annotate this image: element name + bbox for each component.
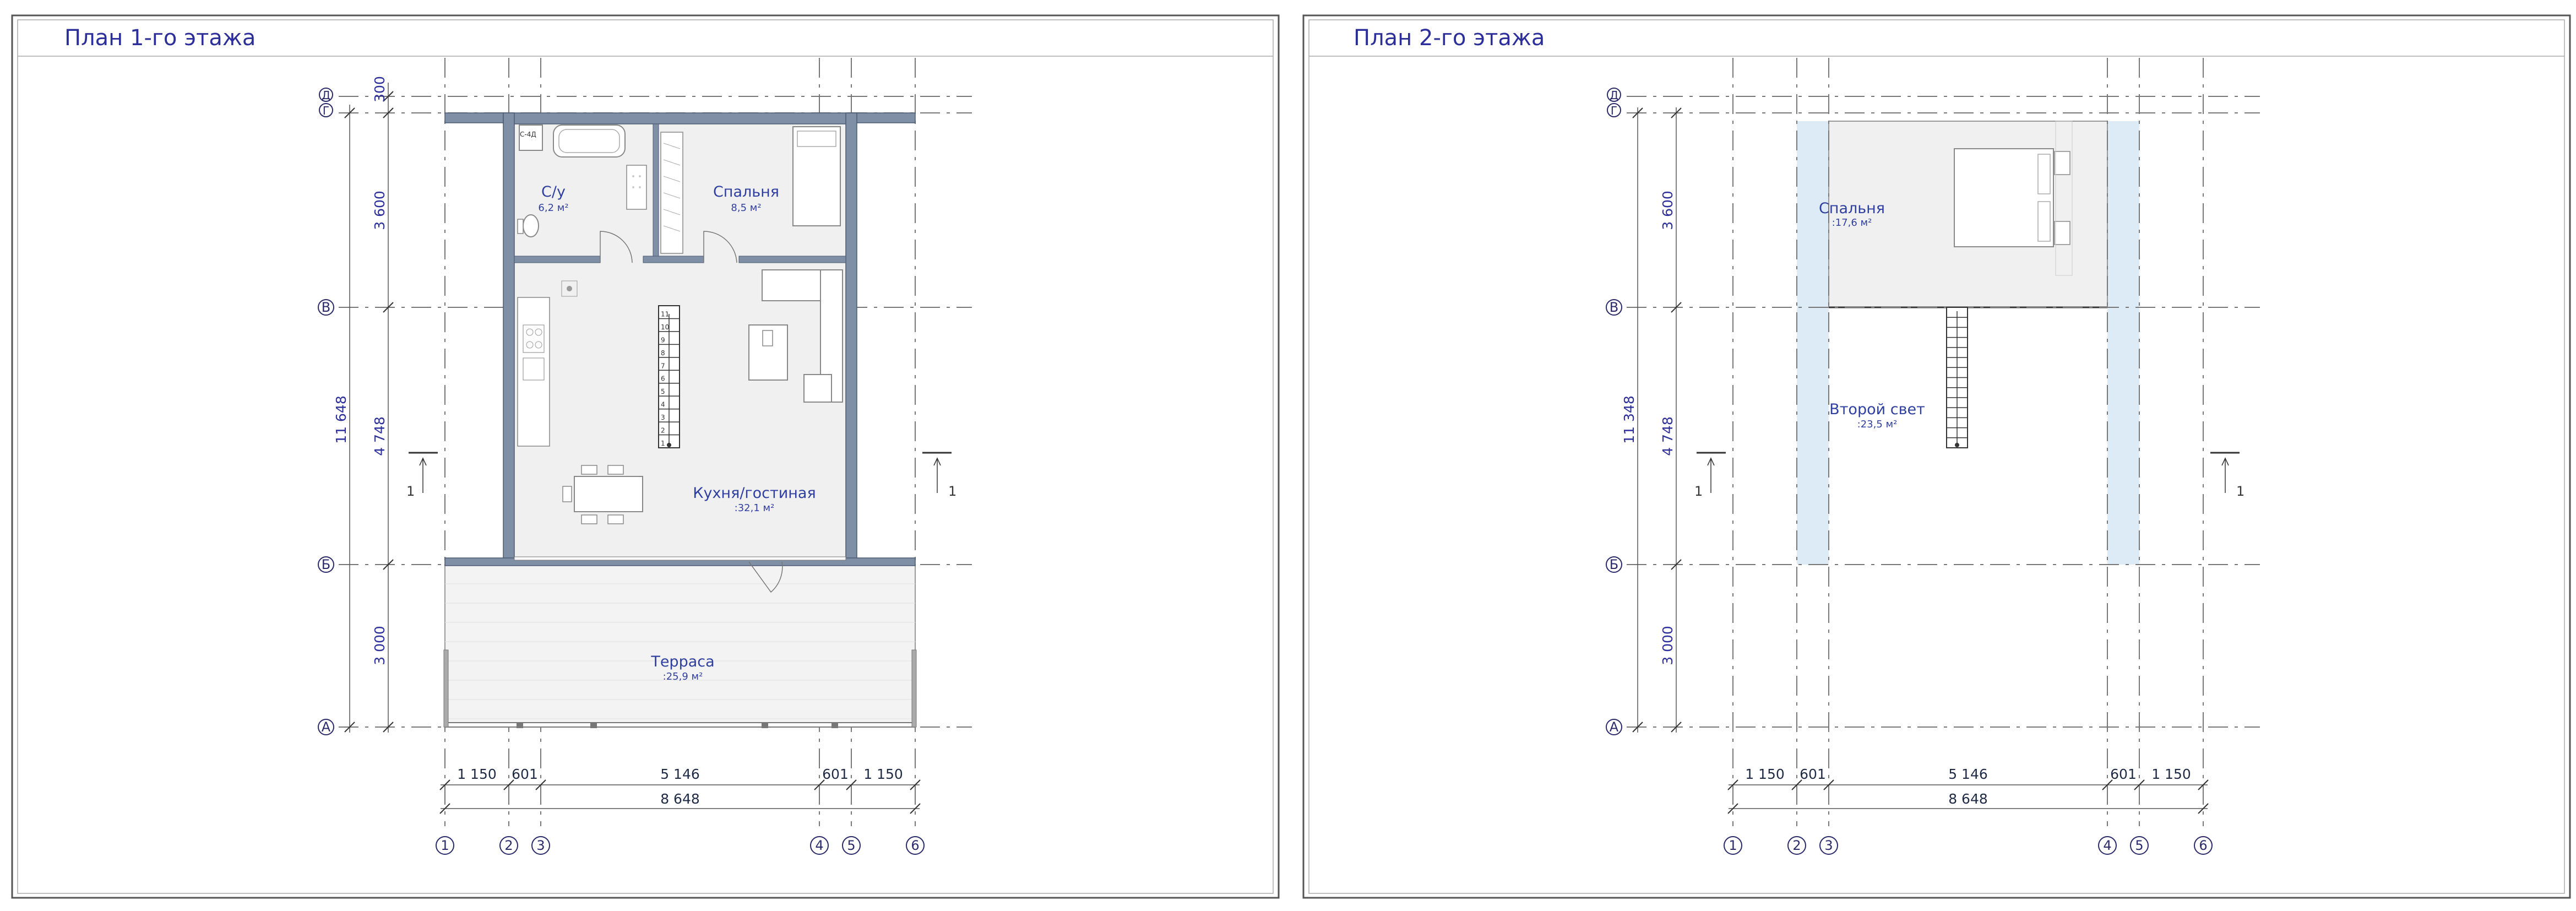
stair-step-number: 11 (661, 310, 669, 318)
dim-left-2: 3 600 (372, 191, 388, 230)
staircase: 1 2 3 4 5 6 7 8 9 10 11 (658, 305, 680, 448)
axis-bubble-V-p2: В (1610, 300, 1618, 315)
stair-step-number: 2 (661, 427, 665, 435)
room-area-second-light: :23,5 м² (1857, 419, 1898, 430)
dim-top-4-p2: 601 (2110, 766, 2137, 782)
room-area-bathroom: 6,2 м² (538, 202, 568, 214)
axis-bubble-G: Г (323, 104, 329, 117)
stair-step-number: 5 (661, 388, 665, 395)
room-name-bedroom: Спальня (713, 183, 779, 200)
section-label-left-2: 1 (1694, 484, 1703, 499)
dim-top-1-p2: 1 150 (1745, 766, 1785, 782)
axis-bubble-6-p2: 6 (2199, 838, 2207, 853)
stair-step-number: 9 (661, 336, 665, 344)
axis-bubble-4-p2: 4 (2103, 838, 2111, 853)
axis-bubble-3: 3 (536, 838, 545, 853)
room-name-bathroom: С/у (541, 183, 566, 200)
room-area-terrace: :25,9 м² (663, 671, 703, 682)
axis-bubble-2-p2: 2 (1792, 838, 1801, 853)
dim-top-5-p2: 1 150 (2151, 766, 2191, 782)
axis-bubble-A-p2: А (1610, 719, 1619, 735)
second-light-left (1797, 121, 1829, 565)
axis-bubble-1: 1 (441, 838, 449, 853)
bed (1954, 148, 2054, 247)
room-name-living: Кухня/гостиная (693, 485, 816, 502)
axis-bubble-D-p2: Д (1610, 89, 1618, 102)
dim-left-1-p2: 3 600 (1660, 191, 1676, 230)
room-area-bedroom: 8,5 м² (731, 202, 761, 214)
axis-bubble-B-p2: Б (1610, 557, 1618, 572)
axis-bubble-6: 6 (911, 838, 919, 853)
axis-bubble-5-p2: 5 (2135, 838, 2143, 853)
section-label-right: 1 (948, 484, 957, 499)
axis-bubble-4: 4 (815, 838, 823, 853)
plan-sheet-1: План 1-го этажа (11, 14, 1280, 899)
stair-step-number: 7 (661, 362, 665, 370)
dim-left-3: 4 748 (372, 416, 388, 456)
plan1-title: План 1-го этажа (64, 25, 256, 51)
room-area-loft-bedroom: :17,6 м² (1832, 217, 1872, 229)
wash-label: С-4Д (520, 131, 536, 138)
dim-top-3: 5 146 (660, 766, 700, 782)
terrace-floor (444, 564, 916, 728)
dim-top-5: 1 150 (863, 766, 903, 782)
dim-total-p2: 8 648 (1948, 791, 1988, 807)
room-name-second-light: Второй свет (1829, 401, 1925, 418)
dim-left-4: 3 000 (372, 626, 388, 665)
dim-left-total-p2: 11 348 (1621, 395, 1637, 443)
dim-left-3-p2: 3 000 (1660, 626, 1676, 665)
dim-top-3-p2: 5 146 (1948, 766, 1988, 782)
axis-bubble-D: Д (322, 89, 330, 102)
dim-left-total: 11 648 (333, 395, 349, 443)
dim-top-1: 1 150 (457, 766, 497, 782)
dim-total: 8 648 (660, 791, 700, 807)
dim-top-2: 601 (512, 766, 538, 782)
stair-step-number: 8 (661, 349, 665, 357)
second-light-right (2107, 121, 2139, 565)
stair-step-number: 6 (661, 375, 665, 383)
axis-bubble-G-p2: Г (1611, 104, 1617, 117)
room-name-terrace: Терраса (650, 653, 714, 670)
plan2-title: План 2-го этажа (1354, 25, 1545, 51)
plan-sheet-2: План 2-го этажа Спальня :17,6 м² Второй … (1288, 0, 2576, 911)
section-label-right-2: 1 (2236, 484, 2245, 499)
axis-bubble-2: 2 (504, 838, 513, 853)
axis-bubble-1-p2: 1 (1729, 838, 1737, 853)
stair-step-number: 10 (661, 323, 669, 331)
room-name-loft-bedroom: Спальня (1819, 200, 1885, 217)
dim-left-1: 300 (372, 76, 388, 102)
axis-bubble-V: В (322, 300, 330, 315)
stair-step-number: 3 (661, 414, 665, 421)
section-label-left: 1 (406, 484, 415, 499)
exterior-walls (444, 112, 916, 566)
axis-bubble-3-p2: 3 (1824, 838, 1833, 853)
dim-top-2-p2: 601 (1800, 766, 1826, 782)
dim-top-4: 601 (822, 766, 849, 782)
axis-bubble-B: Б (322, 557, 330, 572)
axis-bubble-5: 5 (847, 838, 855, 853)
stair-step-number: 4 (661, 401, 665, 409)
axis-bubble-A: А (322, 719, 331, 735)
dim-left-2-p2: 4 748 (1660, 416, 1676, 456)
staircase-2 (1946, 307, 1968, 448)
stair-step-number: 1 (661, 440, 665, 447)
room-area-living: :32,1 м² (735, 502, 775, 514)
